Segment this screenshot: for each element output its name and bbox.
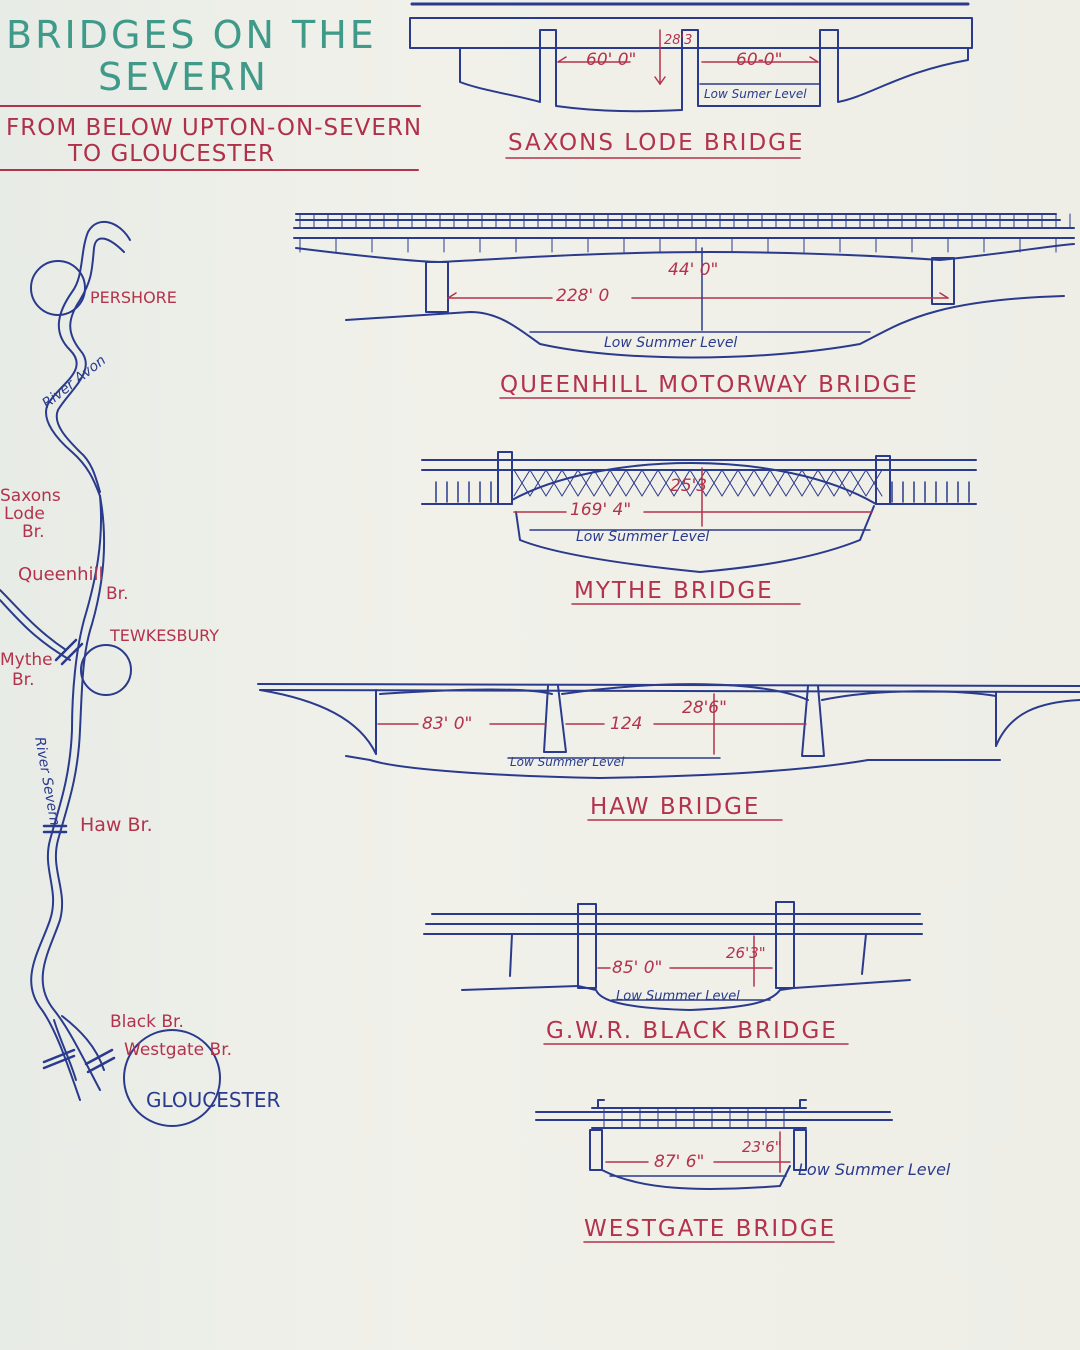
mythe-span-label: 169' 4" [570,500,632,520]
black-bridge-name: G.W.R. BLACK BRIDGE [546,1018,838,1044]
mythe-lattice [513,469,883,497]
queenhill-height-label: 44' 0" [668,260,719,280]
mythe-height-label: 25'3 [670,476,708,496]
map-label-gloucester: GLOUCESTER [146,1088,281,1112]
saxons-dims [557,29,819,85]
map-label-pershore: PERSHORE [90,288,177,307]
black-low-level: Low Summer Level [616,989,740,1004]
saxons-lode-bridge-name: SAXONS LODE BRIDGE [508,130,805,156]
queenhill-dims [447,292,949,299]
saxons-height-label: 28'3 [664,33,693,48]
queenhill-bridge-name: QUEENHILL MOTORWAY BRIDGE [500,372,919,398]
map-label-mythe-2: Br. [12,670,35,690]
haw-bridge-drawing [257,683,1080,779]
queenhill-railing [299,213,1071,253]
saxons-span1-label: 60' 0" [586,50,637,70]
westgate-dims [605,1131,791,1173]
bridge-name-underlines [499,157,911,1243]
black-span-label: 85' 0" [612,958,663,978]
westgate-rail [603,1107,785,1129]
queenhill-low-level: Low Summer Level [604,335,738,351]
westgate-span-label: 87' 6" [654,1152,705,1172]
map-label-saxons-1: Saxons [0,486,61,506]
map-label-westgate: Westgate Br. [124,1040,233,1060]
mythe-dims [513,467,873,527]
map-label-saxons-2: Lode [4,504,45,524]
haw-dims [377,693,807,755]
haw-bridge-name: HAW BRIDGE [590,794,761,820]
map-label-haw: Haw Br. [80,814,153,836]
westgate-bridge-name: WESTGATE BRIDGE [584,1216,837,1242]
sheet-title-line1: BRIDGES ON THE [6,13,377,57]
mythe-low-level: Low Summer Level [576,529,710,545]
river-severn-line [0,495,106,1101]
map-label-black: Black Br. [110,1012,184,1032]
queenhill-span-label: 228' 0 [556,286,610,306]
mythe-balustrades [435,481,970,503]
black-height-label: 26'3" [726,944,766,962]
westgate-low-level: Low Summer Level [798,1160,951,1179]
mythe-bridge-name: MYTHE BRIDGE [574,578,774,604]
saxons-span2-label: 60-0" [736,50,783,70]
sheet-title-line2: SEVERN [98,55,269,99]
westgate-bridge-drawing [535,1099,893,1190]
haw-height-label: 28'6" [682,698,727,718]
westgate-height-label: 23'6" [742,1138,782,1156]
title-rules [0,105,421,171]
town-circles [30,260,221,1127]
haw-span2-label: 124 [610,714,643,734]
subtitle-line1: FROM BELOW UPTON-ON-SEVERN [6,115,423,141]
map-label-saxons-3: Br. [22,522,45,542]
black-bridge-drawing [423,901,923,1011]
map-label-queenhill-2: Br. [106,584,129,604]
haw-low-level: Low Summer Level [510,755,625,769]
map-label-mythe-1: Mythe [0,650,53,670]
map-label-tewkesbury: TEWKESBURY [110,626,220,645]
haw-span1-label: 83' 0" [422,714,473,734]
saxons-lode-bridge-drawing [409,2,973,113]
black-dims [597,935,773,987]
subtitle-line2: TO GLOUCESTER [68,141,275,167]
river-avon-line [45,221,131,497]
map-label-queenhill-1: Queenhill [18,564,104,585]
saxons-low-level: Low Sumer Level [704,87,807,101]
map-bridge-marks [42,638,116,1074]
